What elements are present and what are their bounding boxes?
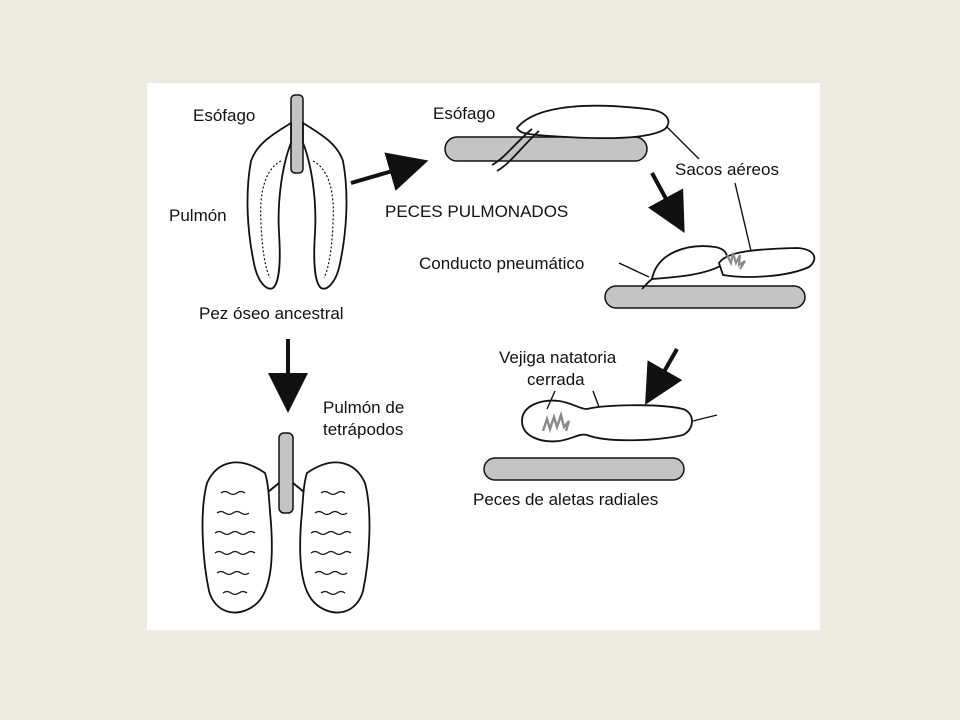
intermediate-air-sac-front bbox=[650, 245, 728, 280]
swim-bladder-tail-line bbox=[692, 414, 718, 422]
lungfish-duct-inner bbox=[496, 130, 540, 172]
tetrapod-lung-left-folds bbox=[214, 490, 256, 596]
lungfish-duct bbox=[491, 128, 533, 166]
pointer-vejiga-right bbox=[592, 390, 600, 408]
label-pulmon-tetra-line1: Pulmón de bbox=[323, 398, 404, 417]
label-vejiga-line1: Vejiga natatoria bbox=[499, 348, 617, 367]
tetrapod-lung bbox=[201, 432, 371, 614]
intermediate-gas-gland bbox=[726, 252, 746, 270]
ancestral-fish-lung bbox=[246, 94, 348, 290]
tetrapod-lung-right bbox=[299, 461, 371, 614]
pointer-vejiga-left bbox=[546, 390, 556, 410]
esophagus-tube-ancestral bbox=[290, 94, 304, 174]
tetrapod-lung-left bbox=[201, 461, 273, 614]
intermediate-duct bbox=[641, 278, 653, 290]
swim-bladder-gas-gland bbox=[541, 410, 571, 433]
evolution-of-lungs-diagram: Esófago Pulmón Pez óseo ancestral Esófag… bbox=[147, 83, 820, 630]
arrow-to-intermediate bbox=[647, 172, 685, 234]
ray-finned-gut-tube bbox=[483, 457, 685, 481]
tetrapod-lung-right-folds bbox=[310, 490, 352, 596]
ray-finned-fish-diagram bbox=[483, 399, 718, 481]
label-pulmon: Pulmón bbox=[169, 206, 227, 225]
tetrapod-trachea bbox=[278, 432, 294, 514]
ancestral-lung-left bbox=[246, 121, 292, 290]
intermediate-fish-diagram bbox=[604, 245, 816, 309]
label-pez-oseo: Pez óseo ancestral bbox=[199, 304, 344, 323]
ancestral-lung-right bbox=[302, 121, 348, 290]
label-peces-aletas: Peces de aletas radiales bbox=[473, 490, 658, 509]
pointer-sacos-aereos-top bbox=[666, 126, 700, 160]
label-peces-pulmonados: PECES PULMONADOS bbox=[385, 202, 568, 221]
pointer-sacos-aereos-bottom bbox=[734, 182, 752, 252]
lungfish-gut-tube bbox=[444, 136, 648, 162]
label-pulmon-tetra-line2: tetrápodos bbox=[323, 420, 403, 439]
arrow-to-lungfish bbox=[350, 152, 429, 191]
label-sacos-aereos: Sacos aéreos bbox=[675, 160, 779, 179]
ancestral-lung-left-inner bbox=[260, 160, 282, 279]
intermediate-gut-tube bbox=[604, 285, 806, 309]
label-vejiga-line2: cerrada bbox=[527, 370, 585, 389]
label-esofago-right: Esófago bbox=[433, 104, 495, 123]
swim-bladder bbox=[521, 399, 693, 443]
ancestral-lung-right-inner bbox=[312, 160, 334, 279]
lungfish-air-sac bbox=[515, 104, 670, 139]
lungfish-diagram bbox=[444, 104, 670, 172]
pointer-conducto bbox=[618, 262, 650, 278]
arrow-to-ray-finned bbox=[645, 348, 683, 405]
label-conducto: Conducto pneumático bbox=[419, 254, 584, 273]
label-esofago-left: Esófago bbox=[193, 106, 255, 125]
intermediate-air-sac-back bbox=[718, 247, 816, 278]
